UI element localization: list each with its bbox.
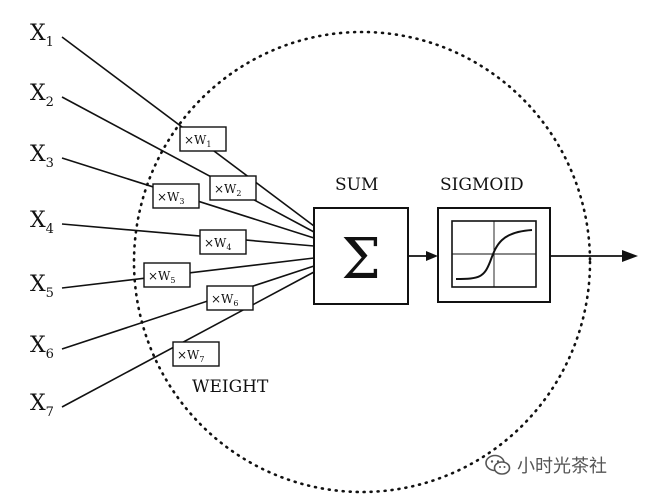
input-label: X2 [30,81,54,110]
weight-caption: WEIGHT [192,377,269,397]
weight-box: ×W2 [209,175,257,201]
connection-line-6 [61,265,315,350]
watermark-text: 小时光茶社 [517,456,607,477]
input-labels: X1 X2 X3 X4 X5 X6 X7 [30,21,54,420]
connection-line-2 [61,96,315,233]
sigmoid-curve [455,229,533,280]
connection-line-4 [61,223,315,247]
sum-heading: SUM [335,175,378,195]
weight-box: ×W1 [179,126,227,152]
weight-box-frame [172,341,220,367]
input-label: X4 [30,208,54,237]
arrow-head [426,251,438,261]
sum-box [313,207,409,305]
weight-box-frame [179,126,227,152]
weight-box: ×W6 [206,285,254,311]
weight-label: ×W1 [184,133,211,149]
weight-box-frame [143,262,191,288]
input-label: X5 [30,272,54,301]
weight-label: ×W3 [157,190,184,206]
weight-box: ×W4 [199,229,247,255]
weight-label: ×W4 [204,236,231,252]
connection-line-7 [61,271,315,408]
sigmoid-heading: SIGMOID [440,175,524,195]
input-label: X7 [30,391,54,420]
weight-box: ×W3 [152,183,200,209]
watermark: 小时光茶社 [485,452,607,478]
wechat-icon [485,454,511,475]
neuron-boundary [132,30,592,494]
weight-box-frame [209,175,257,201]
input-label: X3 [30,142,54,171]
weight-box-frame [199,229,247,255]
weight-box: ×W5 [143,262,191,288]
weight-label: ×W7 [177,348,204,364]
weight-label: ×W2 [214,182,241,198]
weight-box: ×W7 [172,341,220,367]
weight-label: ×W5 [148,269,175,285]
sigma-symbol: Σ [341,227,381,292]
output-arrow-head [622,250,638,262]
weight-box-frame [152,183,200,209]
weight-box-frame [206,285,254,311]
weight-label: ×W6 [211,292,238,308]
input-label: X1 [30,21,54,50]
input-label: X6 [30,333,54,362]
weight-boxes: ×W1 ×W2 ×W3 ×W4 ×W5 ×W6 ×W7 [143,126,257,367]
